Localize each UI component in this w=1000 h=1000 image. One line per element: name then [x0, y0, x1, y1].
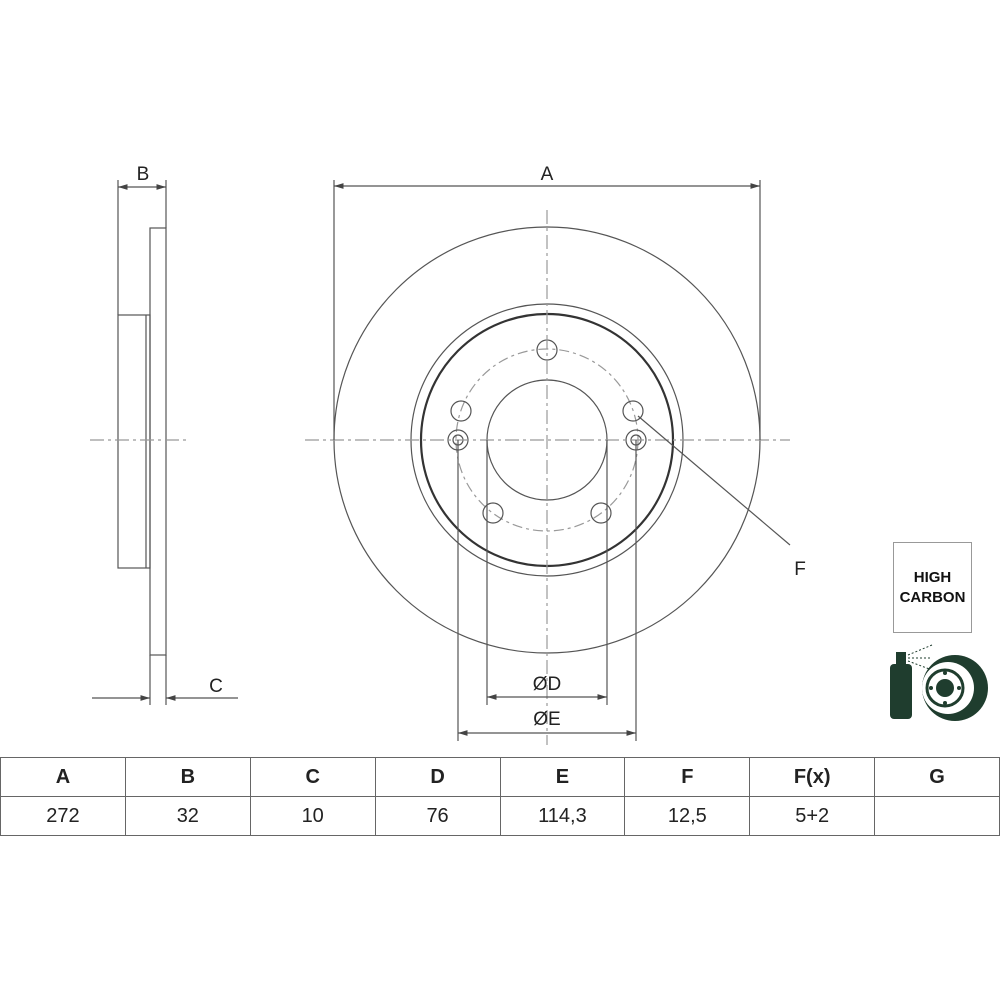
- dimensions-table: A B C D E F F(x) G 272 32 10 76 114,3 12…: [0, 757, 1000, 836]
- dim-label-a: A: [541, 164, 554, 185]
- value-a: 272: [0, 796, 126, 836]
- dim-label-f: F: [794, 559, 806, 580]
- header-b: B: [124, 757, 251, 797]
- header-fx: F(x): [749, 757, 876, 797]
- value-c: 10: [249, 796, 376, 836]
- dim-label-c: C: [209, 676, 223, 697]
- value-f: 12,5: [624, 796, 751, 836]
- header-g: G: [874, 757, 1000, 797]
- dim-label-b: B: [137, 164, 150, 185]
- dim-label-e: ØE: [533, 709, 560, 730]
- header-f: F: [624, 757, 751, 797]
- side-view: [90, 180, 238, 705]
- table-row: 272 32 10 76 114,3 12,5 5+2: [0, 796, 1000, 836]
- value-g: [874, 796, 1000, 836]
- table-header-row: A B C D E F F(x) G: [0, 757, 1000, 797]
- spray-can-disc-icon: [890, 644, 988, 721]
- high-carbon-badge: HIGH CARBON: [893, 542, 972, 633]
- value-fx: 5+2: [749, 796, 876, 836]
- header-c: C: [249, 757, 376, 797]
- header-e: E: [499, 757, 626, 797]
- value-d: 76: [374, 796, 501, 836]
- dim-label-d: ØD: [533, 674, 562, 695]
- value-b: 32: [124, 796, 251, 836]
- front-view: [305, 180, 791, 745]
- brake-disc-drawing: B C A ØD ØE F: [90, 164, 988, 745]
- badge-line2: CARBON: [899, 588, 966, 606]
- value-e: 114,3: [499, 796, 626, 836]
- badge-line1: HIGH: [913, 568, 952, 586]
- header-a: A: [0, 757, 126, 797]
- header-d: D: [374, 757, 501, 797]
